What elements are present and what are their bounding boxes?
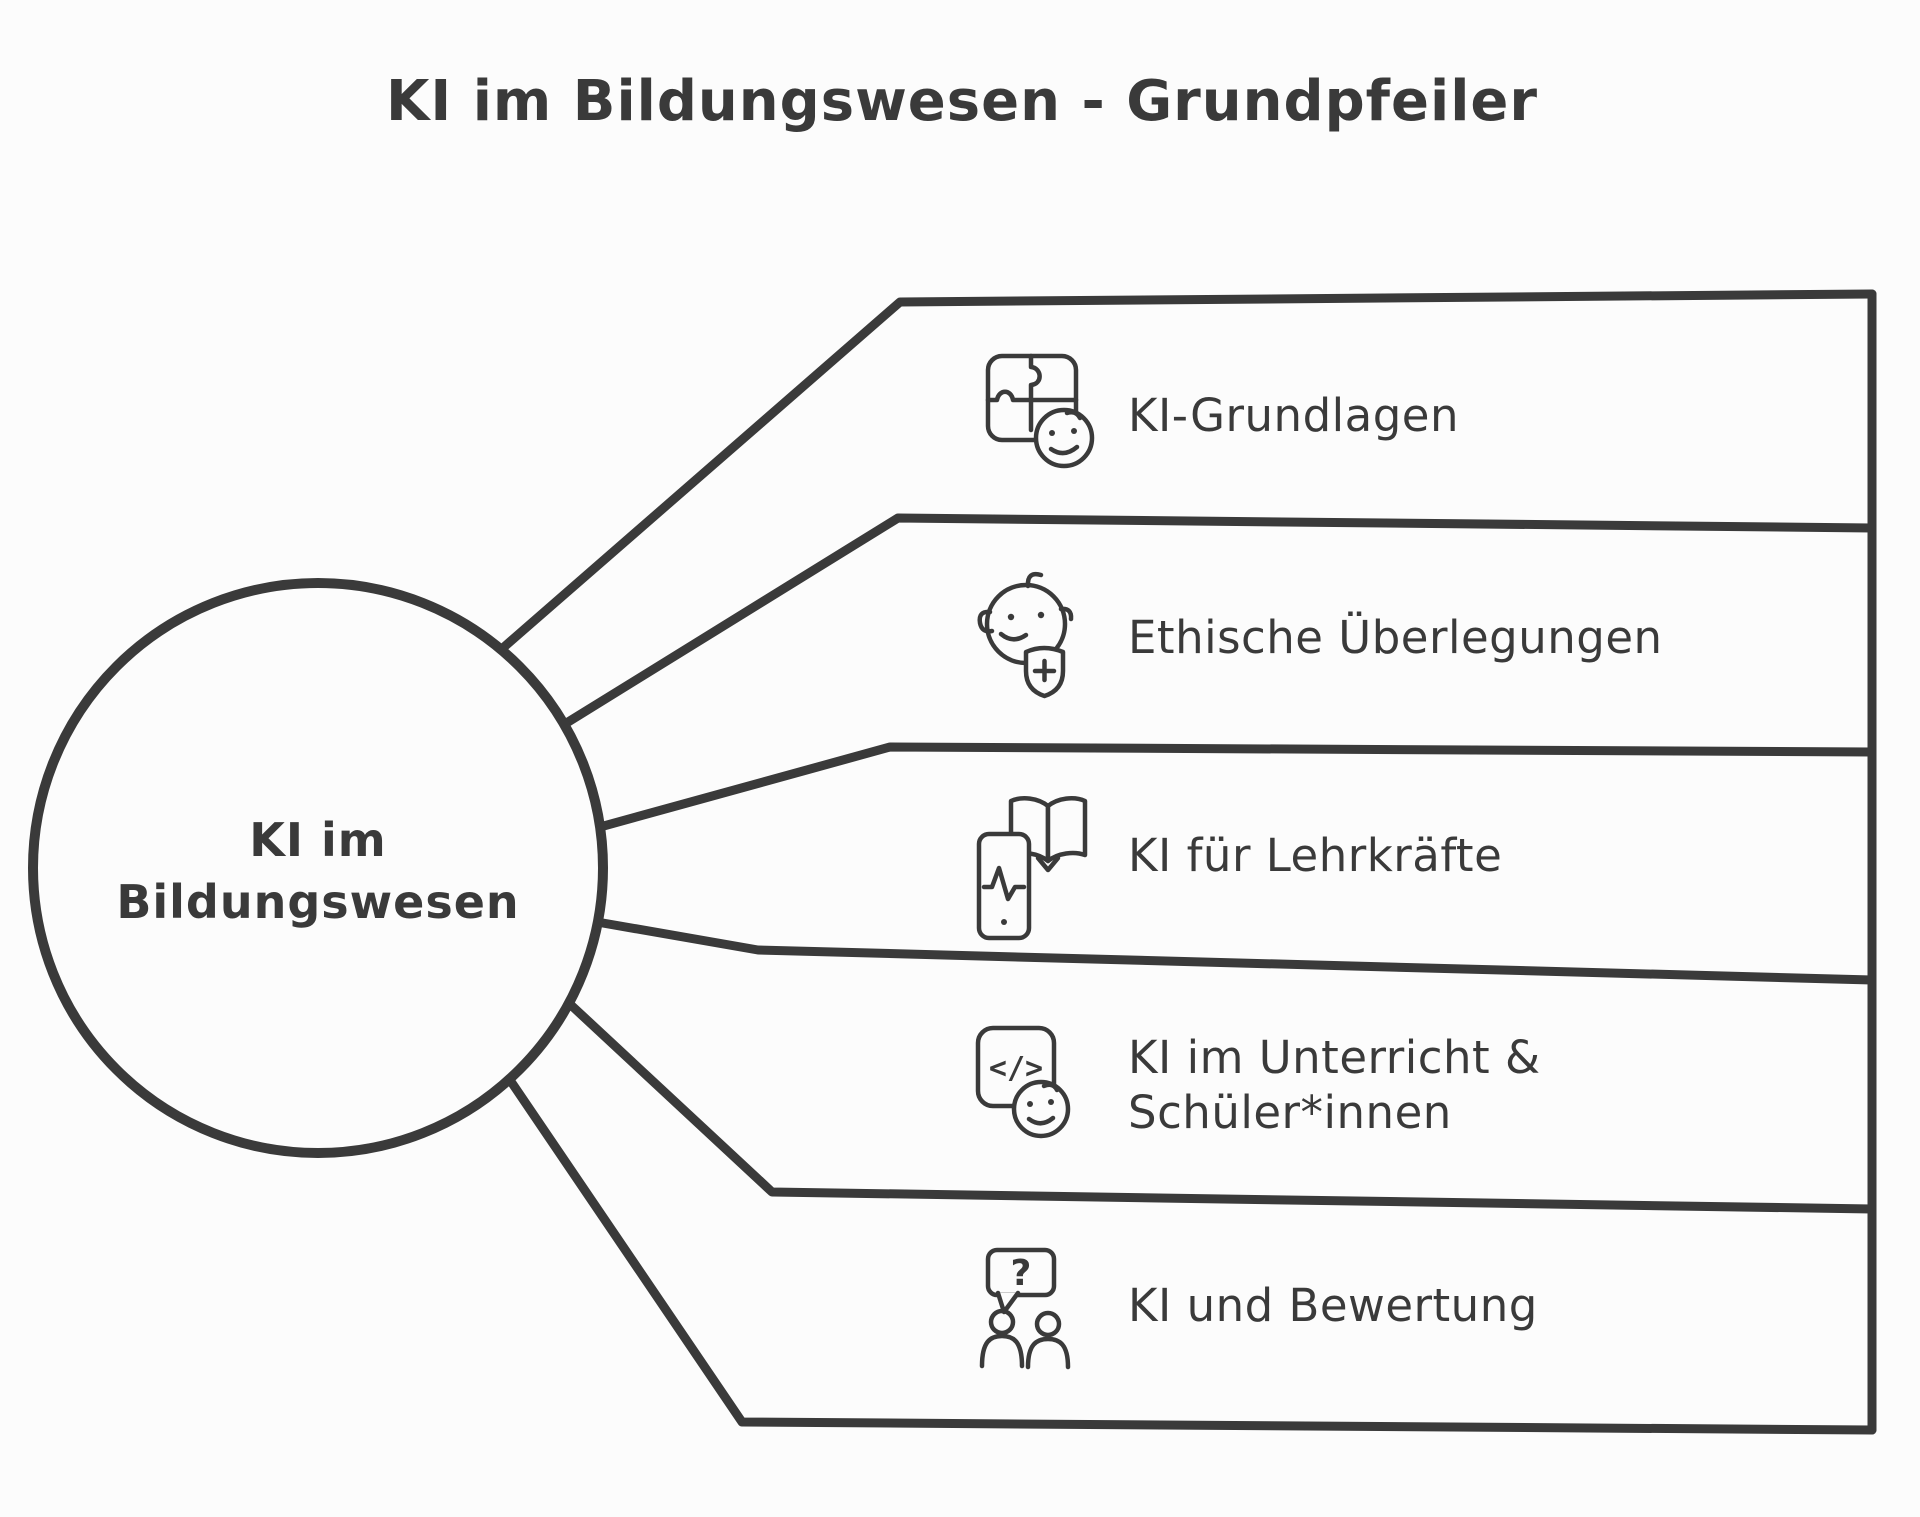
book-page-arrow: [1035, 855, 1061, 873]
smiley-eye: [1049, 430, 1055, 436]
branch-bands: [499, 289, 1877, 1435]
phone-pulse-line: [981, 865, 1027, 902]
branch-5: ? KI und Bewertung: [979, 1247, 1538, 1370]
band-border-2-3: [595, 742, 1877, 832]
band-border-bottom-5: [507, 1078, 1877, 1435]
puzzle-vertical-seam: [1028, 353, 1042, 433]
smiley-eye: [1027, 1101, 1033, 1107]
baby-mouth: [998, 631, 1029, 642]
central-node-label-line1: KI im: [249, 813, 386, 867]
central-circle: [28, 578, 608, 1158]
phone-book-icon: [976, 796, 1088, 941]
band-border-3-4: [592, 917, 1877, 985]
branch-3: KI für Lehrkräfte: [976, 796, 1502, 941]
smiley-mouth: [1026, 1115, 1056, 1126]
question-bubble-people-icon: ?: [979, 1247, 1071, 1370]
puzzle-horizontal-seam: [985, 389, 1079, 403]
band-border-4-5: [567, 1001, 1877, 1214]
smiley-eye: [1071, 428, 1077, 434]
person-body: [1025, 1336, 1071, 1370]
branch-label: KI im Unterricht &: [1128, 1031, 1541, 1084]
baby-eye: [1037, 611, 1045, 619]
person-body: [979, 1333, 1025, 1369]
smiley-hair-curl: [1064, 409, 1083, 421]
person-head: [988, 1308, 1016, 1336]
central-node-label-line2: Bildungswesen: [116, 875, 519, 929]
question-glyph: ?: [1011, 1253, 1032, 1294]
smiley-mouth: [1048, 444, 1080, 456]
phone-button: [1001, 919, 1007, 925]
smiley-hair-curl: [1041, 1082, 1060, 1093]
code-chat-smiley-icon: </>: [975, 1025, 1071, 1139]
branch-1: KI-Grundlagen: [985, 353, 1459, 469]
central-node: KI im Bildungswesen: [28, 578, 608, 1158]
branch-label: KI-Grundlagen: [1128, 389, 1459, 442]
baby-eye: [1007, 613, 1015, 621]
band-border-1-2: [555, 513, 1877, 732]
branch-2: Ethische Überlegungen: [977, 571, 1663, 699]
baby-shield-icon: [977, 571, 1074, 699]
smiley-eye: [1048, 1099, 1054, 1105]
branch-4: </> KI im Unterricht & Schüler*innen: [975, 1025, 1541, 1139]
branch-label: KI für Lehrkräfte: [1128, 829, 1502, 882]
baby-hair-curl: [1025, 571, 1044, 589]
branch-label-line2: Schüler*innen: [1128, 1086, 1452, 1139]
speech-bubble: [985, 1247, 1057, 1298]
branch-label: KI und Bewertung: [1128, 1279, 1538, 1332]
baby-left-ear: [977, 609, 995, 634]
smiley-face: [1033, 407, 1095, 469]
puzzle-smiley-icon: [985, 353, 1095, 469]
person-head: [1034, 1310, 1062, 1338]
book-right-page: [1045, 796, 1088, 864]
branch-label: Ethische Überlegungen: [1128, 611, 1663, 664]
band-border-top-1: [499, 289, 1877, 652]
code-glyph: </>: [989, 1051, 1043, 1086]
shield-plus: [1032, 658, 1057, 683]
baby-right-ear: [1058, 606, 1074, 622]
page-title: KI im Bildungswesen - Grundpfeiler: [386, 69, 1538, 134]
smiley-face: [1011, 1079, 1071, 1139]
